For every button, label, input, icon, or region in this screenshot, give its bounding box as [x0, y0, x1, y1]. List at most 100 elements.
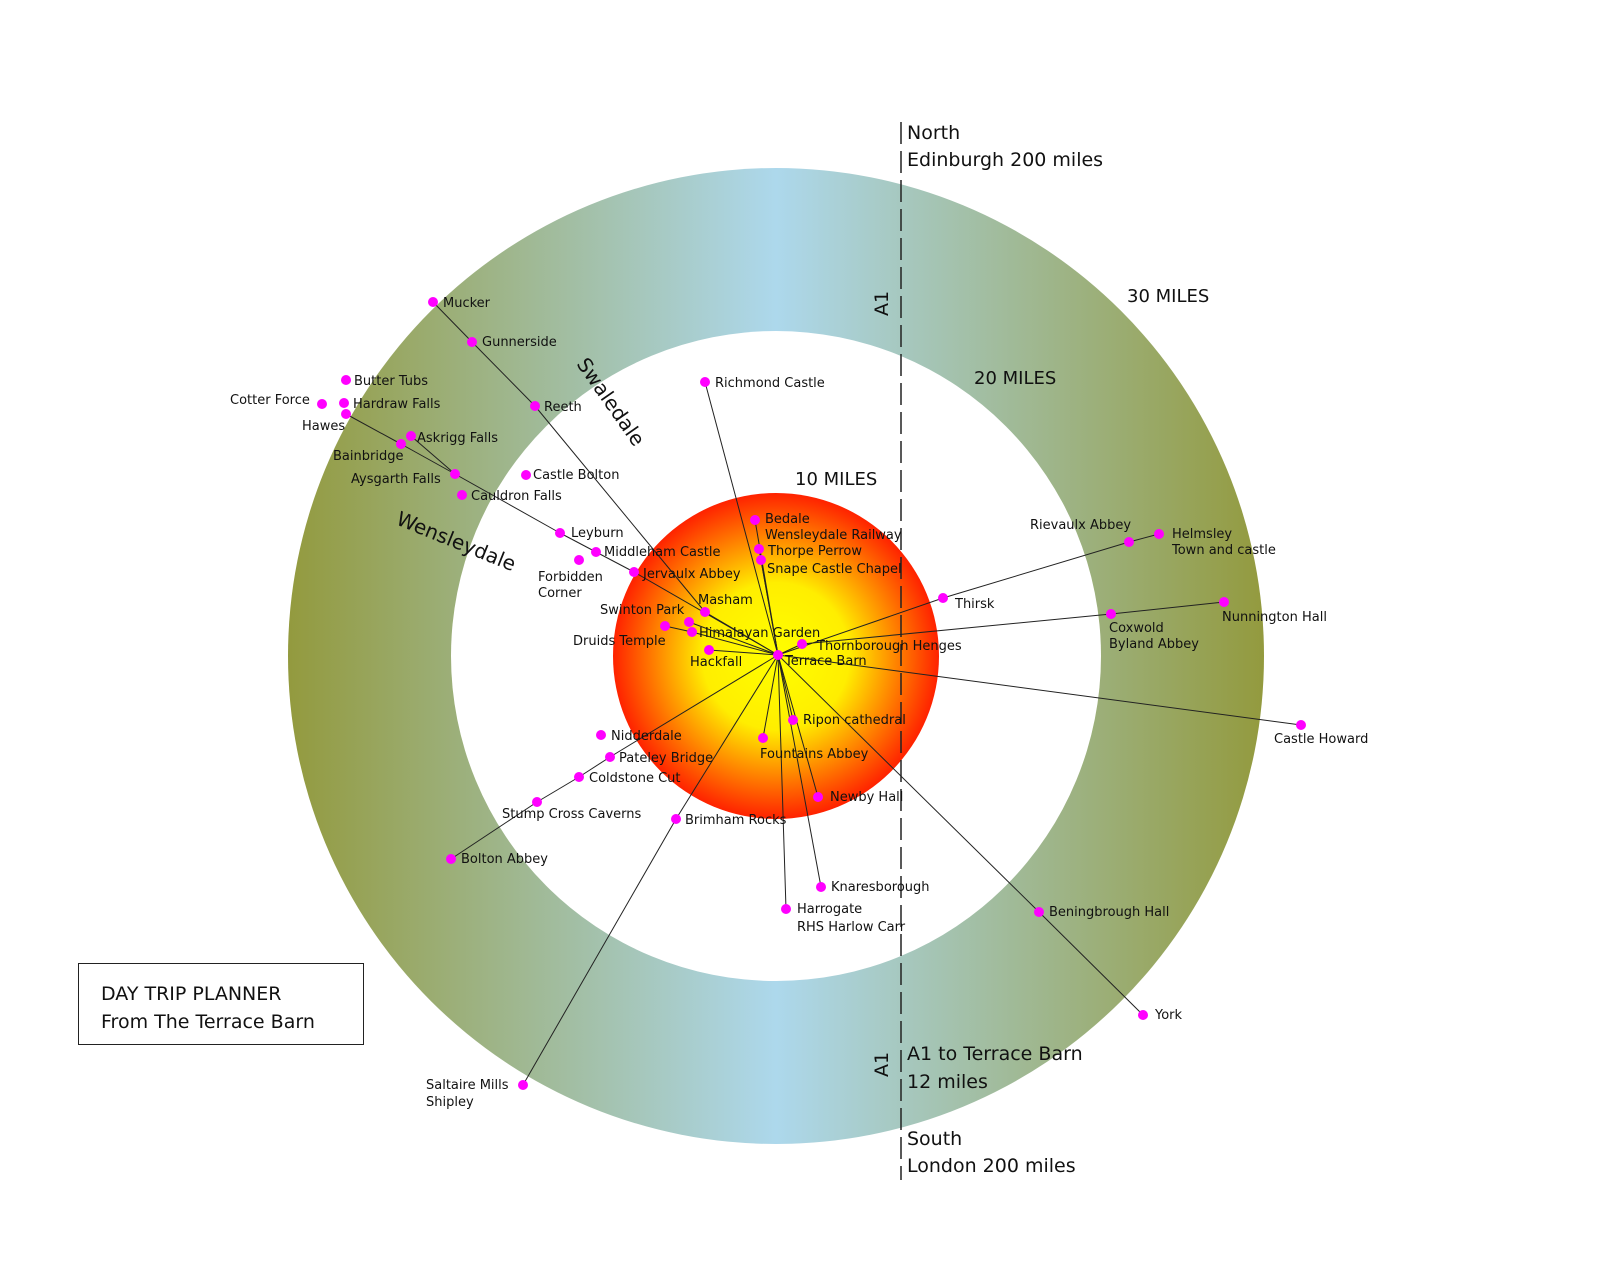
route-line-reeth	[534, 405, 706, 613]
route-line-coxwold	[801, 613, 1112, 645]
route-line-stump-cross-caverns	[536, 776, 580, 803]
point-leyburn	[555, 528, 565, 538]
label-reeth: Reeth	[544, 400, 582, 415]
label-richmond-castle: Richmond Castle	[715, 376, 825, 391]
point-mucker	[428, 297, 438, 307]
label-castle-bolton: Castle Bolton	[533, 468, 619, 483]
label-leyburn: Leyburn	[571, 526, 624, 541]
label-nidderdale: Nidderdale	[611, 729, 682, 744]
point-thornborough-henges	[797, 639, 807, 649]
route-line-hawes	[345, 413, 402, 445]
route-line-nunnington-hall	[1110, 601, 1225, 615]
label-york: York	[1154, 1008, 1183, 1023]
label-middleham-castle: Middleham Castle	[604, 545, 720, 560]
label-helmsley: Helmsley	[1172, 527, 1232, 542]
label-stump-cross-caverns: Stump Cross Caverns	[502, 807, 641, 822]
point-coldstone-cut	[574, 772, 584, 782]
point-hawes	[341, 409, 351, 419]
a1-road-label-bottom: A1	[871, 1052, 893, 1077]
point-jervaulx-abbey	[629, 567, 639, 577]
point-fountains-abbey	[758, 733, 768, 743]
north-distance: Edinburgh 200 miles	[907, 149, 1103, 171]
point-nunnington-hall	[1219, 597, 1229, 607]
route-line-swinton-park	[688, 621, 779, 656]
a1-distance-line2: 12 miles	[907, 1071, 988, 1093]
label-aysgarth-falls: Aysgarth Falls	[351, 472, 441, 487]
point-castle-bolton	[521, 470, 531, 480]
route-line-knaresborough	[777, 654, 822, 888]
label-snape-castle-chapel: Snape Castle Chapel	[767, 562, 902, 577]
label-askrigg-falls: Askrigg Falls	[417, 431, 498, 446]
route-line-aysgarth-falls	[454, 473, 561, 534]
point-rievaulx-abbey	[1124, 537, 1134, 547]
point-castle-howard	[1296, 720, 1306, 730]
label-beningbrough-hall: Beningbrough Hall	[1049, 905, 1169, 920]
a1-distance-line1: A1 to Terrace Barn	[907, 1043, 1083, 1065]
route-line-askrigg-falls	[410, 435, 456, 475]
label-mucker: Mucker	[443, 296, 491, 311]
route-line-bainbridge	[400, 443, 456, 475]
route-line-mucker	[432, 301, 473, 343]
route-line-pateley-bridge	[609, 654, 779, 758]
point-beningbrough-hall	[1034, 907, 1044, 917]
point-saltaire-mills	[518, 1080, 528, 1090]
label-gunnerside: Gunnerside	[482, 335, 557, 350]
route-lines	[345, 301, 1302, 1086]
label-bedale: Bedale	[765, 512, 810, 527]
label-10-miles: 10 MILES	[795, 469, 877, 490]
label-hardraw-falls: Hardraw Falls	[353, 397, 441, 412]
label-forbidden: Forbidden	[538, 570, 603, 585]
point-askrigg-falls	[406, 431, 416, 441]
point-helmsley	[1154, 529, 1164, 539]
label-cauldron-falls: Cauldron Falls	[471, 489, 562, 504]
label-hackfall: Hackfall	[690, 655, 742, 670]
route-line-bolton-abbey	[450, 801, 538, 860]
route-line-hackfall	[708, 649, 779, 656]
label-shipley: Shipley	[426, 1095, 474, 1110]
south-distance: London 200 miles	[907, 1155, 1076, 1177]
point-snape-castle-chapel	[756, 555, 766, 565]
point-cauldron-falls	[457, 490, 467, 500]
label-thirsk: Thirsk	[954, 597, 995, 612]
point-hardraw-falls	[339, 398, 349, 408]
label-jervaulx-abbey: Jervaulx Abbey	[642, 567, 741, 582]
point-bedale	[750, 515, 760, 525]
place-labels: Terrace Barn Richmond CastleBedaleWensley…	[230, 296, 1368, 1110]
label-rhs-harlow-carr: RHS Harlow Carr	[797, 920, 906, 935]
route-line-gunnerside	[471, 341, 536, 407]
label-pateley-bridge: Pateley Bridge	[619, 751, 713, 766]
point-pateley-bridge	[605, 752, 615, 762]
point-harrogate	[781, 904, 791, 914]
title-box: DAY TRIP PLANNER From The Terrace Barn	[78, 963, 364, 1045]
point-stump-cross-caverns	[532, 797, 542, 807]
point-knaresborough	[816, 882, 826, 892]
title-line1: DAY TRIP PLANNER	[101, 983, 282, 1005]
label-butter-tubs: Butter Tubs	[354, 374, 428, 389]
point-terrace-barn	[773, 650, 783, 660]
point-bainbridge	[396, 439, 406, 449]
route-line-middleham-castle	[595, 551, 635, 573]
label-nunnington-hall: Nunnington Hall	[1222, 610, 1327, 625]
label-town-and-castle: Town and castle	[1171, 543, 1276, 558]
point-newby-hall	[813, 792, 823, 802]
route-line-harrogate	[777, 654, 787, 910]
label-thorpe-perrow: Thorpe Perrow	[767, 544, 862, 559]
point-himalayan-garden	[687, 627, 697, 637]
place-points	[317, 297, 1306, 1090]
point-butter-tubs	[341, 375, 351, 385]
south-label: South	[907, 1128, 962, 1150]
route-line-rievaulx-abbey	[942, 541, 1130, 599]
route-line-beningbrough-hall	[777, 654, 1040, 913]
route-line-york	[1038, 911, 1144, 1016]
label-terrace-barn: Terrace Barn	[784, 654, 867, 669]
label-thornborough-henges: Thornborough Henges	[816, 639, 962, 654]
label-harrogate: Harrogate	[797, 902, 862, 917]
point-bolton-abbey	[446, 854, 456, 864]
point-middleham-castle	[591, 547, 601, 557]
label-wensleydale-railway: Wensleydale Railway	[765, 528, 902, 543]
point-forbidden	[574, 555, 584, 565]
label-druids-temple: Druids Temple	[573, 634, 666, 649]
route-line-richmond-castle	[704, 381, 779, 656]
label-himalayan-garden: Himalayan Garden	[699, 626, 820, 641]
